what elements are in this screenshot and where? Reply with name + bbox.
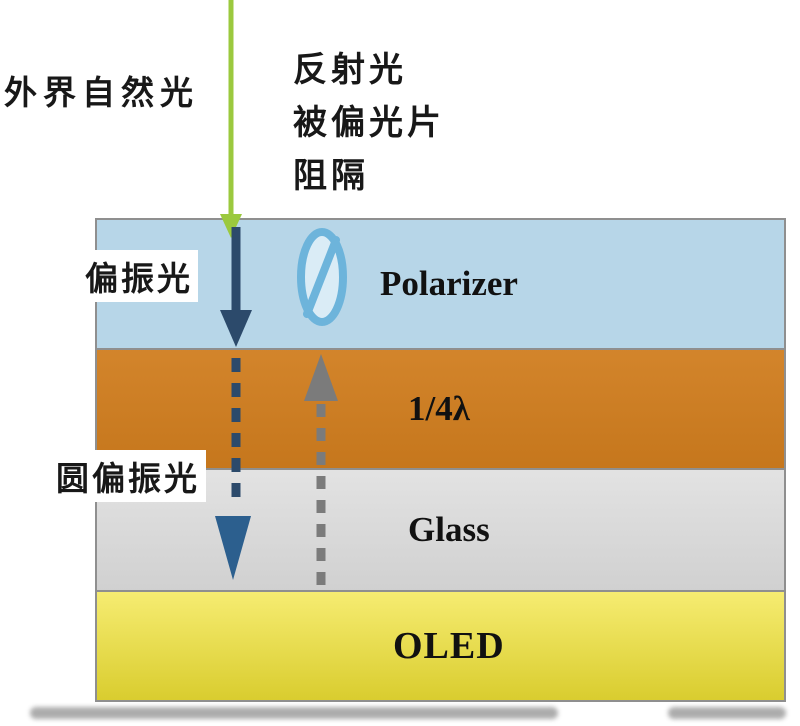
layer-label-polarizer: Polarizer xyxy=(380,264,518,303)
natural-light-label: 外界自然光 xyxy=(4,74,199,111)
layer-oled: OLED xyxy=(97,590,784,700)
layer-polarizer: Polarizer xyxy=(97,220,784,348)
reflected-label-line1: 反射光 xyxy=(293,51,407,89)
layer-label-glass: Glass xyxy=(408,510,490,549)
incident-light-arrow xyxy=(220,0,242,238)
layer-quarter-wave-plate: 1/4λ xyxy=(97,348,784,468)
reflected-label-line3: 阻隔 xyxy=(293,157,369,195)
polarized-light-label: 偏振光 xyxy=(80,250,198,302)
reflected-label-line2: 被偏光片 xyxy=(293,104,445,142)
layer-stack: Polarizer 1/4λ Glass OLED xyxy=(95,218,786,702)
bottom-shadow-left xyxy=(30,707,558,719)
layer-glass: Glass xyxy=(97,468,784,590)
reflected-light-blocked-label: 反射光 被偏光片 阻隔 xyxy=(293,44,445,203)
layer-label-oled: OLED xyxy=(393,625,505,667)
circularly-polarized-light-label: 圆偏振光 xyxy=(50,450,206,502)
layer-label-quarter-wave: 1/4λ xyxy=(408,389,470,428)
bottom-shadow-right xyxy=(668,707,786,719)
